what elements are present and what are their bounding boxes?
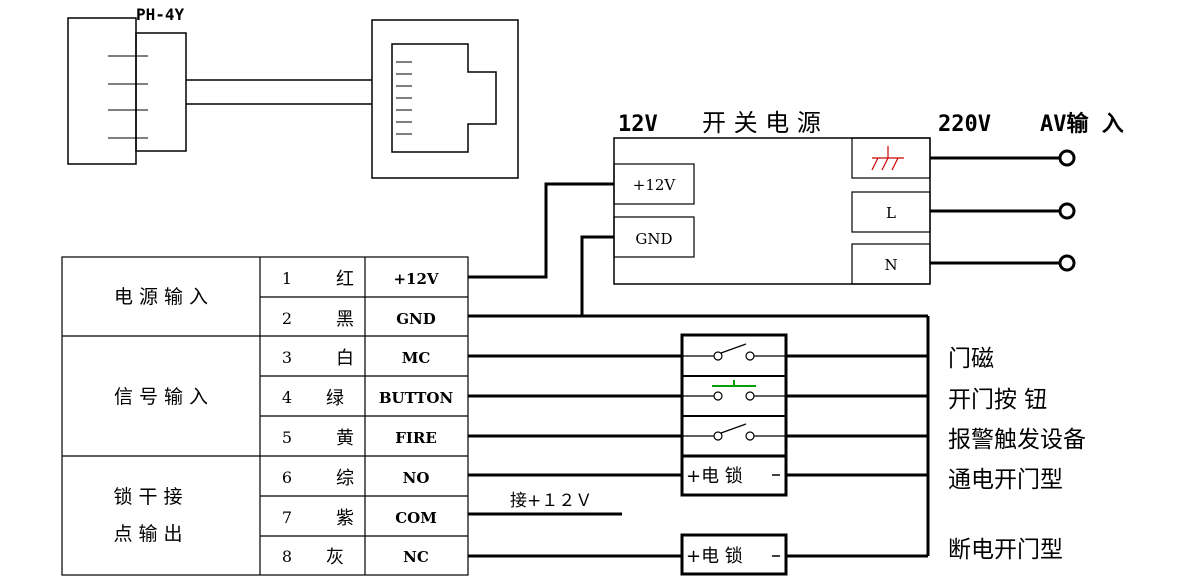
jack-outer: [371, 19, 519, 179]
wire-color: 绿: [326, 388, 344, 409]
exit-button-label: 开门按 钮: [948, 387, 1047, 413]
table-row: 5 黄 FIRE: [282, 428, 437, 449]
signal-name: COM: [395, 509, 437, 527]
psu-terminal-plus12v-label: +12V: [633, 176, 677, 194]
signal-name: NO: [403, 469, 430, 487]
ac-terminal-icon: [1058, 254, 1076, 272]
wire-plus12v: [468, 182, 614, 279]
psu-voltage-label: 12V: [618, 112, 658, 137]
psu-body: [613, 137, 931, 285]
ac-terminal-icon: [1058, 202, 1076, 220]
pin-number: 8: [282, 547, 292, 566]
exit-button-switch-icon: [682, 380, 786, 401]
wire-color: 黑: [336, 309, 354, 330]
signal-name: MC: [402, 349, 431, 367]
signal-name: GND: [396, 310, 436, 328]
group-signal-input: 信 号 输 入: [114, 386, 208, 408]
ac-input-wires: [930, 156, 1060, 265]
pin-number: 5: [282, 428, 292, 447]
table-row: 2 黑 GND: [282, 309, 436, 330]
pin-number: 7: [282, 508, 292, 527]
signal-name: NC: [403, 548, 429, 566]
lock-label: +电 锁: [686, 466, 743, 487]
alarm-switch-icon: [682, 423, 786, 441]
table-row: 8 灰 NC: [282, 547, 429, 568]
electric-lock-nc: +电 锁: [680, 533, 788, 576]
table-row: 3 白 MC: [282, 348, 430, 369]
door-magnet-label: 门磁: [948, 346, 994, 372]
signal-name: +12V: [393, 270, 438, 288]
wire-color: 综: [336, 468, 354, 489]
wire-color: 紫: [336, 508, 354, 529]
lock-no-type-label: 通电开门型: [948, 467, 1063, 493]
psu-title: 开 关 电 源: [702, 109, 821, 137]
lock-nc-type-label: 断电开门型: [948, 537, 1063, 563]
psu-terminal-l-label: L: [886, 204, 896, 222]
signal-name: FIRE: [395, 429, 437, 447]
wire-color: 白: [336, 348, 354, 369]
wire-color: 红: [336, 269, 354, 290]
psu-terminal-n-label: N: [884, 256, 897, 274]
lock-box: [680, 454, 788, 497]
power-supply: +12V GND L N: [613, 137, 931, 285]
rj45-jack: [371, 19, 519, 179]
psu-input-label: AV输 入: [1040, 111, 1124, 137]
group-lock-output-line2: 点 输 出: [113, 523, 182, 545]
table-row: 6 综 NO: [282, 468, 429, 489]
ac-terminal-icon: [1058, 149, 1076, 167]
group-lock-output-line1: 锁 干 接: [113, 486, 182, 508]
connector-label: PH-4Y: [136, 5, 185, 24]
connector-body: [67, 17, 137, 165]
table-row: 1 红 +12V: [282, 269, 439, 290]
lock-box: [680, 533, 788, 576]
com-note: 接+１２Ｖ: [510, 491, 592, 511]
psu-terminal-gnd-label: GND: [635, 230, 672, 248]
pin-number: 4: [282, 388, 292, 407]
connector-plug: [135, 32, 187, 152]
pin-number: 3: [282, 348, 292, 367]
earth-ground-icon: [871, 146, 904, 171]
table-row: 7 紫 COM: [282, 508, 437, 529]
group-power-input: 电 源 输 入: [114, 286, 208, 308]
terminal-table: [61, 256, 469, 576]
pin-number: 6: [282, 468, 292, 487]
alarm-device-label: 报警触发设备: [948, 427, 1086, 453]
psu-input-voltage: 220V: [938, 112, 991, 137]
jack-port: [391, 43, 497, 153]
signal-name: BUTTON: [379, 389, 454, 407]
wire-gnd-psu: [580, 235, 614, 316]
ph4y-connector: PH-4Y: [67, 5, 187, 165]
table-row: 4 绿 BUTTON: [282, 388, 454, 409]
door-magnet-switch-icon: [682, 343, 786, 361]
pin-number: 2: [282, 309, 292, 328]
signal-wires: [468, 182, 930, 558]
wire-color: 灰: [326, 547, 344, 568]
ac-terminals: [1058, 149, 1076, 272]
pin-number: 1: [282, 269, 292, 288]
electric-lock-no: +电 锁: [680, 454, 788, 497]
lock-label: +电 锁: [686, 546, 743, 567]
wire-color: 黄: [336, 428, 354, 449]
